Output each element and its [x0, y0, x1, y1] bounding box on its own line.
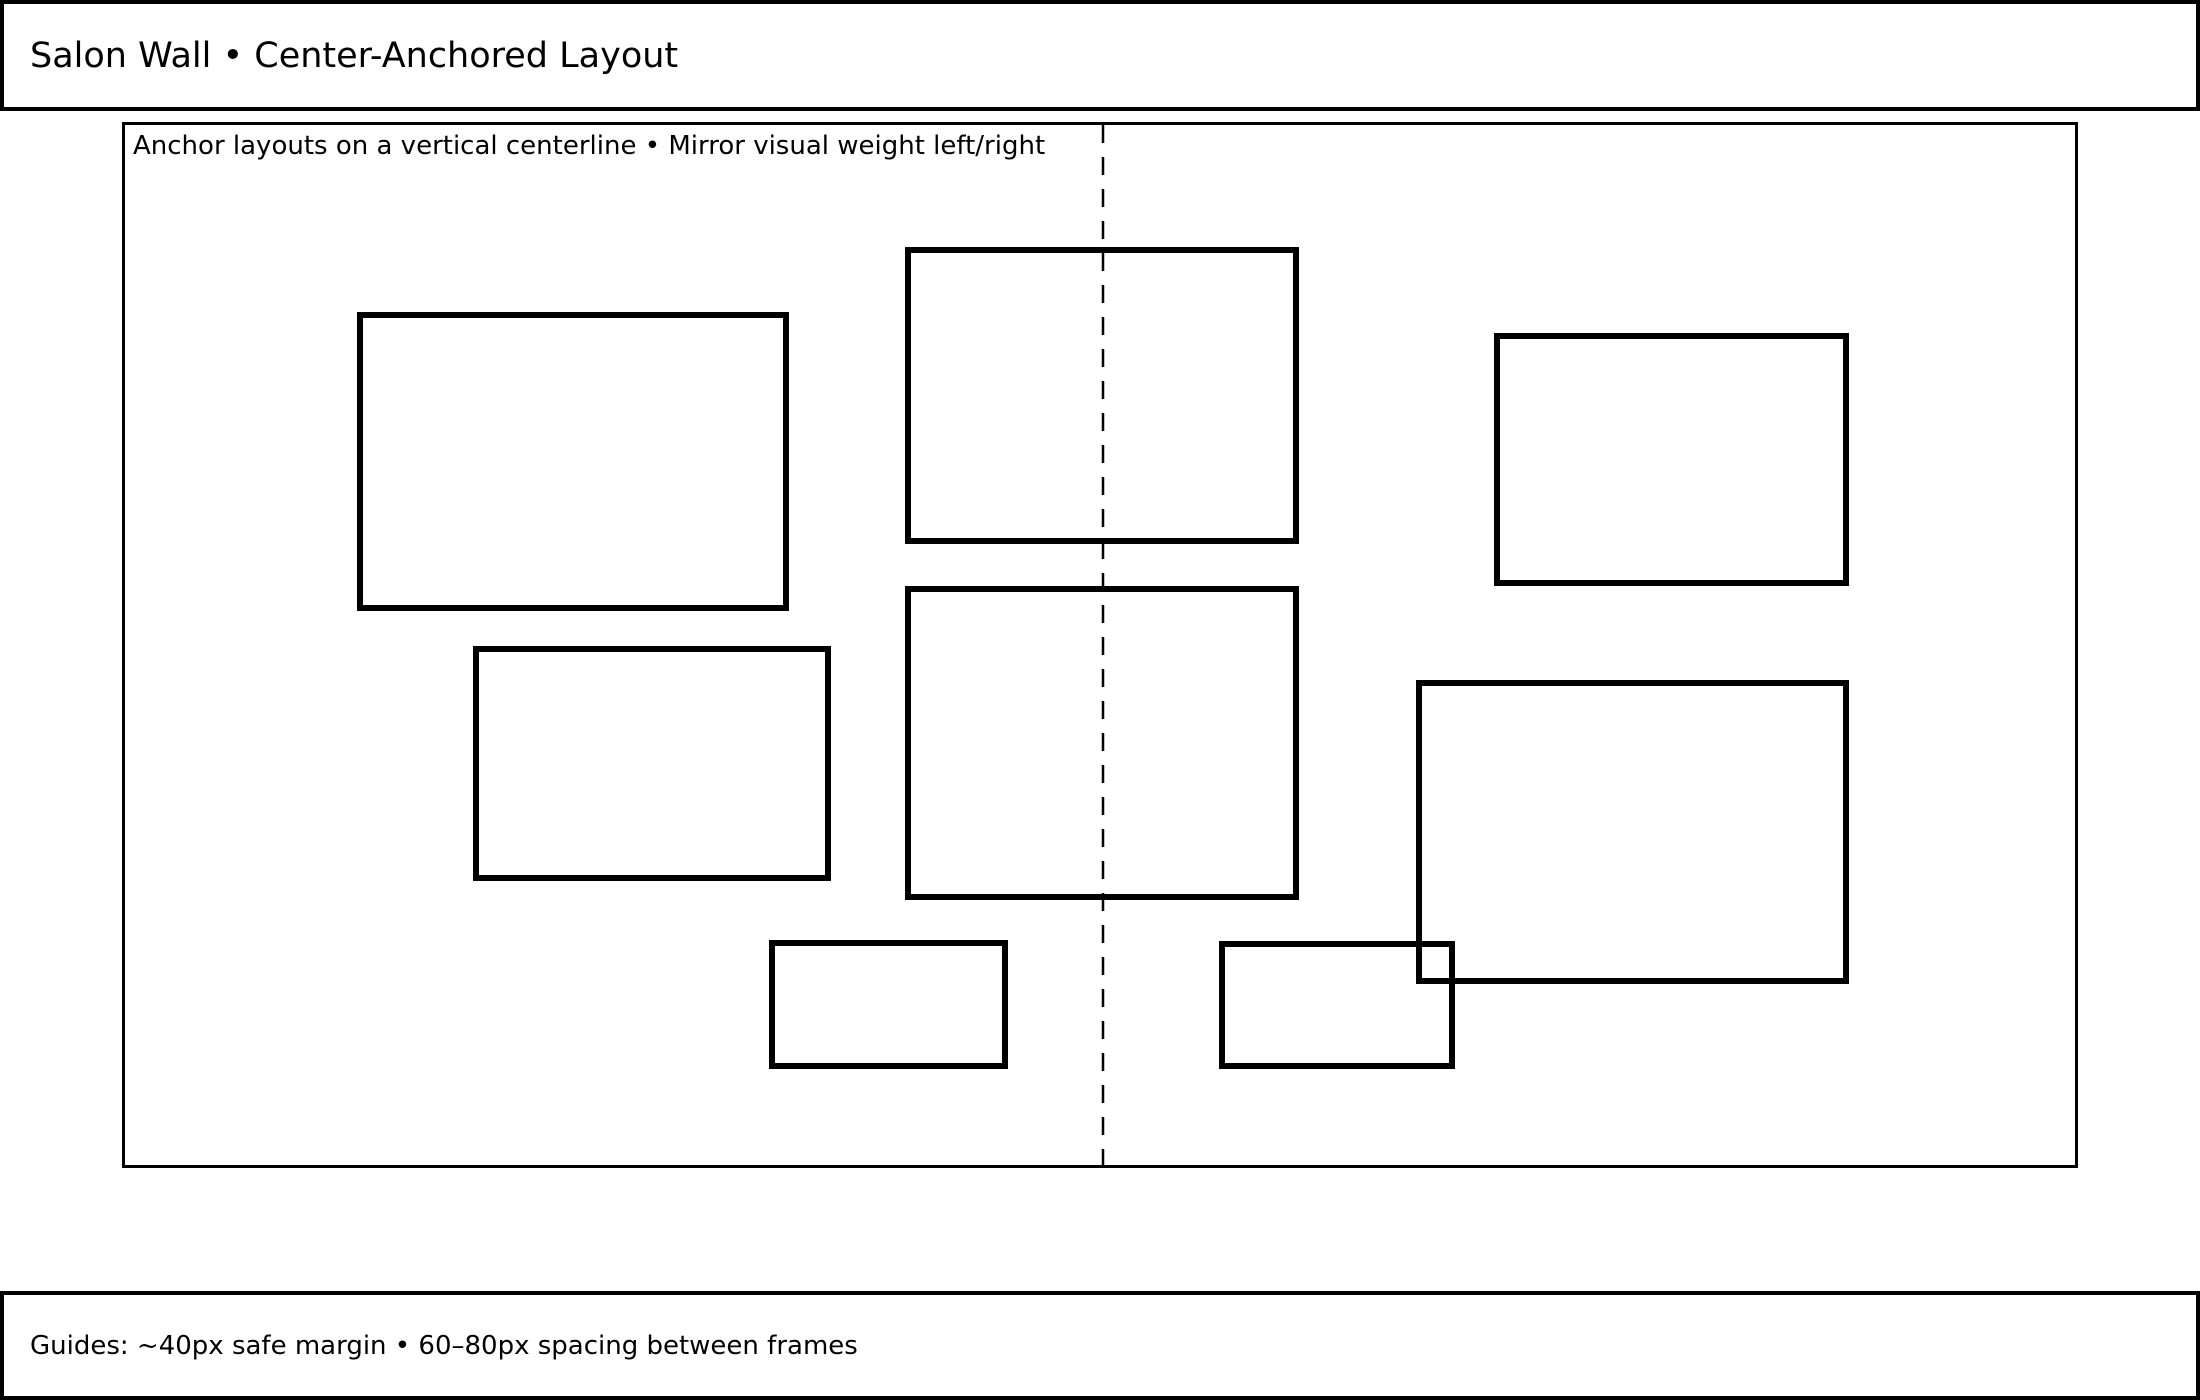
frame-right-large	[1416, 680, 1849, 984]
guides-text: Guides: ~40px safe margin • 60–80px spac…	[30, 1330, 858, 1361]
title-bar: Salon Wall • Center-Anchored Layout	[0, 0, 2200, 111]
frame-bottom-right	[1219, 941, 1455, 1069]
wall-canvas: Anchor layouts on a vertical centerline …	[122, 122, 2078, 1168]
frame-top-center	[905, 247, 1299, 544]
frame-top-right	[1494, 333, 1849, 586]
canvas-caption: Anchor layouts on a vertical centerline …	[133, 131, 1046, 161]
guides-bar: Guides: ~40px safe margin • 60–80px spac…	[0, 1291, 2200, 1400]
frame-center	[905, 586, 1299, 900]
frame-top-left	[357, 312, 789, 611]
wall-layout-svg	[357, 125, 1849, 1165]
frame-bottom-left	[769, 940, 1008, 1069]
frame-mid-left	[473, 646, 831, 881]
page-title: Salon Wall • Center-Anchored Layout	[30, 35, 679, 76]
